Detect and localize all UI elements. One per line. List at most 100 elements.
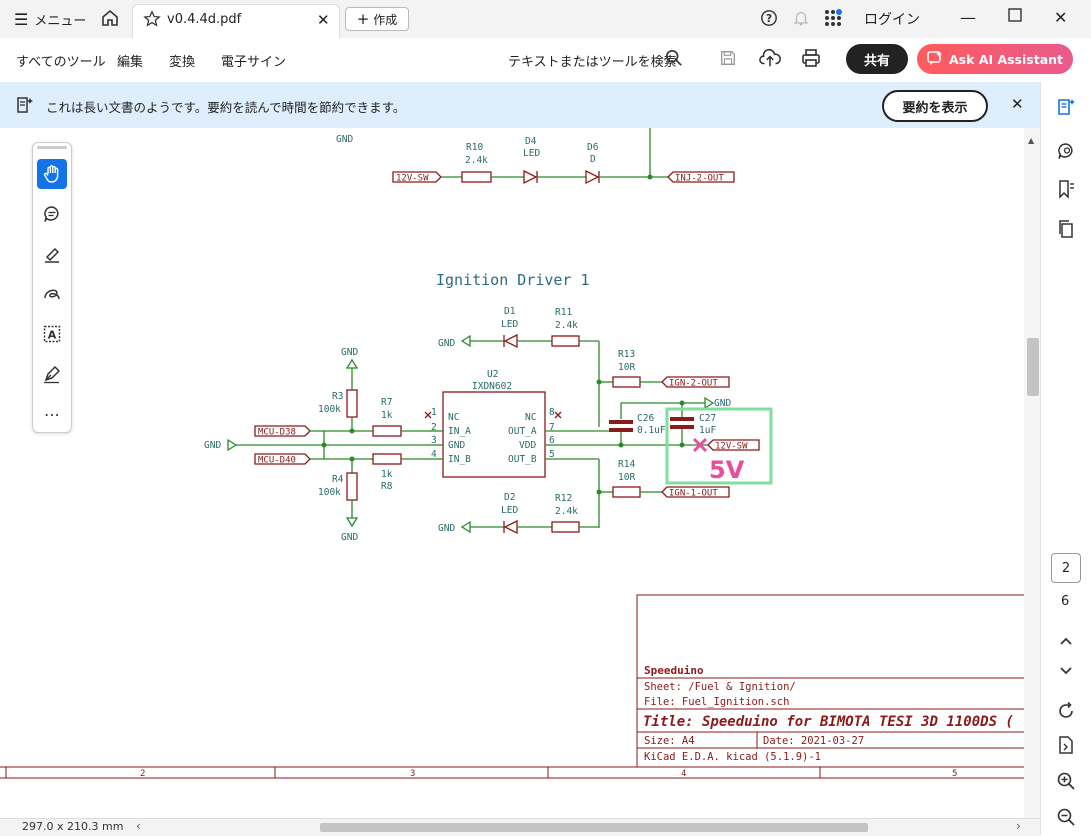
quick-tools-panel: A ⋯ [32, 142, 72, 433]
scroll-up-arrow-icon[interactable]: ▲ [1028, 136, 1035, 145]
bookmark-icon[interactable] [1055, 178, 1077, 200]
login-button[interactable]: ログイン [864, 12, 920, 28]
gnd-label-r3: GND [341, 347, 358, 358]
show-summary-button[interactable]: 要約を表示 [882, 90, 988, 122]
u2-pin-in-b: IN_B [448, 454, 471, 465]
help-icon[interactable]: ? [760, 9, 778, 27]
gnd-label-caps: GND [714, 398, 731, 409]
summary-doc-icon [16, 96, 34, 118]
r8-ref: R8 [381, 481, 393, 492]
page-fit-icon[interactable] [1055, 734, 1077, 756]
title-bar: ☰ メニュー v0.4.4d.pdf ✕ + 作成 ? ログイン — ✕ [0, 0, 1091, 39]
sign-pen-icon[interactable] [37, 359, 67, 389]
bell-icon[interactable] [792, 9, 810, 27]
tb-title: Title: Speeduino for BIMOTA TESI 3D 1100… [643, 714, 1014, 730]
menu-esign[interactable]: 電子サイン [221, 55, 287, 70]
tb-date: Date: 2021-03-27 [763, 735, 864, 747]
current-page-field[interactable]: 2 [1051, 553, 1081, 583]
c27-ref: C27 [699, 413, 716, 424]
r14-value: 10R [618, 472, 635, 483]
menu-button[interactable]: ☰ メニュー [14, 10, 86, 29]
upload-cloud-icon[interactable] [759, 48, 781, 72]
u2-pn4: 4 [431, 449, 437, 460]
comment-icon[interactable] [37, 199, 67, 229]
ai-summary-sidebar-icon[interactable] [1055, 96, 1077, 118]
menu-bar: すべてのツール 編集 変換 電子サイン テキストまたはツールを検索 共有 Ask… [0, 38, 1091, 83]
label-12v-sw-top [392, 171, 442, 183]
ai-assistant-button[interactable]: Ask AI Assistant [917, 44, 1073, 74]
home-icon[interactable] [100, 8, 120, 28]
star-icon[interactable] [143, 10, 161, 32]
comments-sidebar-icon[interactable] [1055, 140, 1077, 162]
label-inj2-out [667, 171, 735, 183]
d4-ref: D4 [525, 136, 537, 147]
draw-freeform-icon[interactable] [37, 279, 67, 309]
right-sidebar [1040, 82, 1091, 835]
menu-all-tools[interactable]: すべてのツール [16, 55, 106, 70]
menu-convert[interactable]: 変換 [169, 55, 196, 70]
status-bar: 297.0 x 210.3 mm ‹ › [0, 818, 1040, 836]
label-ign2-out [661, 376, 730, 388]
highlight-box [665, 407, 773, 485]
border-col-4: 4 [681, 769, 686, 779]
u2-pn3: 3 [431, 435, 437, 446]
menu-edit[interactable]: 編集 [117, 55, 144, 70]
long-document-banner: これは長い文書のようです。要約を読んで時間を節約できます。 要約を表示 ✕ [0, 82, 1040, 129]
c27-value: 1uF [699, 425, 716, 436]
scroll-left-arrow-icon[interactable]: ‹ [136, 819, 141, 833]
save-icon[interactable] [719, 49, 737, 71]
banner-close-icon[interactable]: ✕ [1011, 95, 1024, 113]
u2-ref: U2 [487, 369, 498, 380]
border-col-2: 2 [140, 769, 145, 779]
tb-size: Size: A4 [644, 735, 695, 747]
label-mcu-d38 [254, 425, 311, 437]
label-mcu-d38-text: MCU-D38 [258, 428, 296, 438]
text-box-icon[interactable]: A [37, 319, 67, 349]
apps-grid-icon[interactable] [824, 9, 842, 27]
ai-sparkle-icon [927, 50, 943, 69]
chevron-down-icon[interactable] [1055, 660, 1077, 682]
zoom-in-icon[interactable] [1055, 770, 1077, 792]
rotate-icon[interactable] [1055, 700, 1077, 722]
u2-value: IXDN602 [472, 381, 512, 392]
create-label: 作成 [373, 12, 398, 27]
tb-sheet: Sheet: /Fuel & Ignition/ [644, 681, 796, 693]
create-button[interactable]: + 作成 [345, 7, 409, 31]
zoom-out-icon[interactable] [1055, 806, 1077, 828]
drag-handle[interactable] [37, 146, 67, 149]
search-tools-input[interactable]: テキストまたはツールを検索 [508, 55, 677, 70]
section-title: Ignition Driver 1 [436, 271, 590, 289]
d1-ref: D1 [504, 306, 516, 317]
print-icon[interactable] [801, 48, 821, 72]
u2-pn2: 2 [431, 422, 437, 433]
r4-ref: R4 [332, 474, 344, 485]
maximize-icon[interactable] [1008, 8, 1022, 22]
label-12v-sw-vdd-text: 12V-SW [715, 442, 748, 452]
hand-tool-icon[interactable] [37, 159, 67, 189]
document-tab[interactable]: v0.4.4d.pdf ✕ [132, 4, 340, 39]
tb-company: Speeduino [644, 664, 704, 677]
close-tab-icon[interactable]: ✕ [317, 11, 330, 29]
vertical-scrollbar[interactable]: ▲ [1024, 128, 1040, 818]
u2-pn8: 8 [549, 407, 555, 418]
scroll-right-arrow-icon[interactable]: › [1016, 819, 1021, 833]
page-size-label: 297.0 x 210.3 mm [22, 820, 124, 833]
chevron-up-icon[interactable] [1055, 630, 1077, 652]
highlighter-icon[interactable] [37, 239, 67, 269]
copy-pages-icon[interactable] [1055, 218, 1077, 240]
vertical-scroll-thumb[interactable] [1027, 338, 1039, 396]
r13-ref: R13 [618, 349, 635, 360]
share-button[interactable]: 共有 [846, 44, 908, 74]
label-mcu-d40 [254, 453, 311, 465]
document-view[interactable]: .w{stroke:#2a8a2a;stroke-width:1.3;fill:… [0, 128, 1024, 818]
more-tools-icon[interactable]: ⋯ [44, 404, 60, 424]
r11-ref: R11 [555, 307, 572, 318]
search-icon[interactable] [665, 49, 683, 71]
minimize-icon[interactable]: — [960, 8, 976, 27]
d4-value: LED [523, 148, 540, 159]
window-close-icon[interactable]: ✕ [1054, 8, 1068, 27]
label-mcu-d40-text: MCU-D40 [258, 456, 296, 466]
horizontal-scroll-thumb[interactable] [320, 823, 868, 832]
u2-pin-in-a: IN_A [448, 426, 471, 437]
label-ign2-out-text: IGN-2-OUT [669, 379, 718, 389]
